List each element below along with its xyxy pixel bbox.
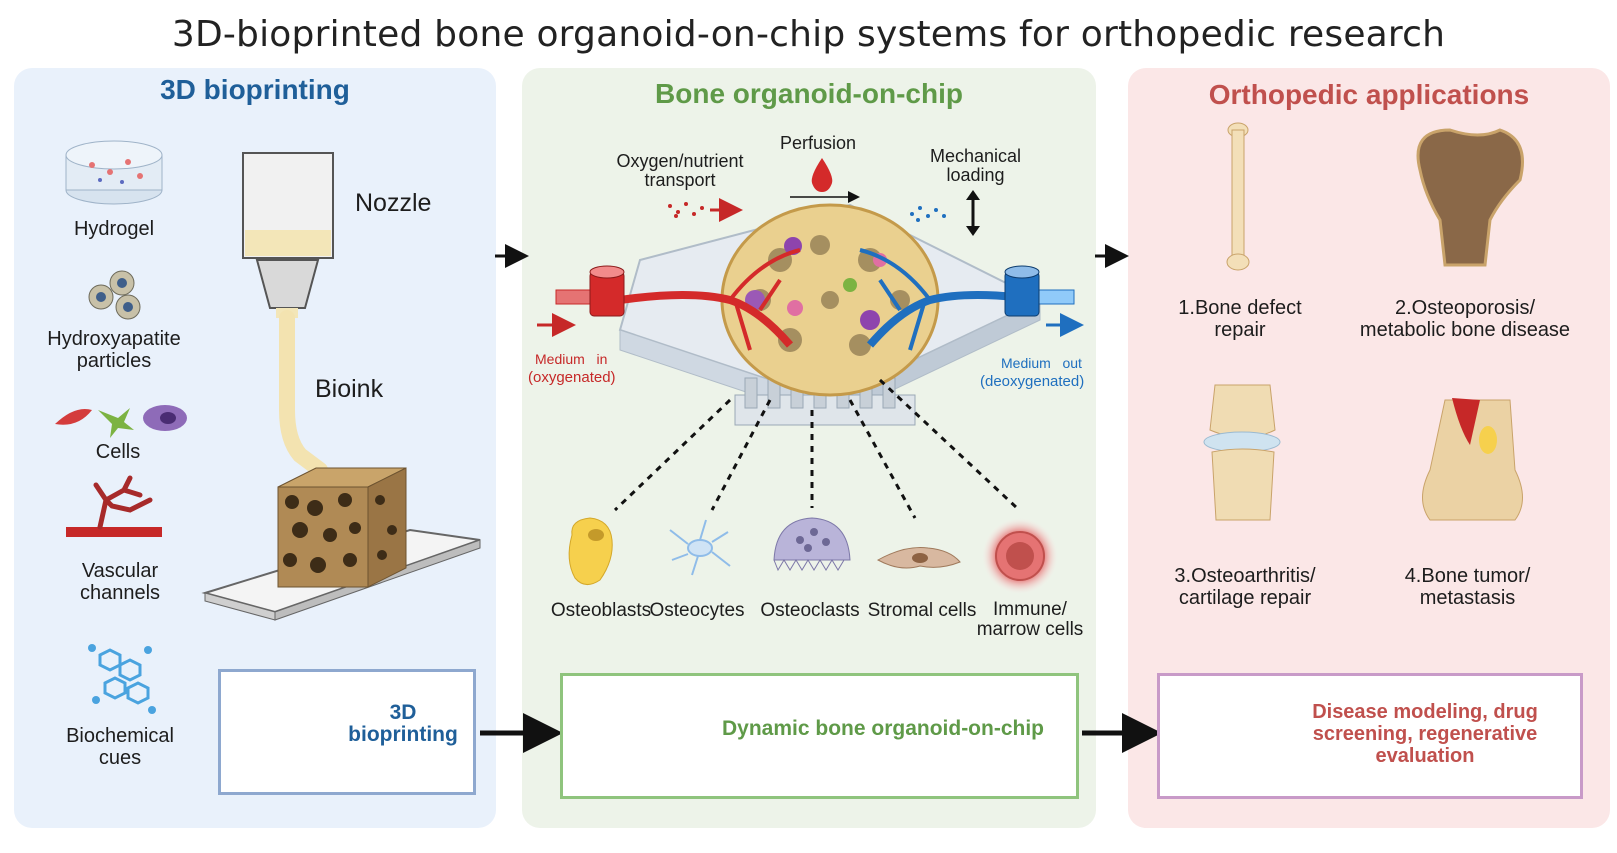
organoid-chip-box bbox=[560, 673, 1079, 799]
label-app-2: 2.Osteoporosis/ metabolic bone disease bbox=[1359, 297, 1571, 341]
bioprinting-box bbox=[218, 669, 476, 795]
stromal-cell-icon bbox=[876, 547, 961, 569]
label-osteoclasts: Osteoclasts bbox=[760, 600, 860, 621]
immune-cell-icon bbox=[982, 518, 1058, 594]
bioink-strand bbox=[279, 310, 328, 478]
femur-head-icon bbox=[1416, 128, 1524, 267]
applications-box bbox=[1157, 673, 1583, 799]
nozzle-icon bbox=[242, 152, 334, 318]
figure-title: 3D-bioprinted bone organoid-on-chip syst… bbox=[171, 14, 1446, 55]
label-medium-in: Medium in bbox=[535, 351, 608, 367]
knee-joint-icon bbox=[1203, 384, 1281, 521]
label-immune: Immune/ marrow cells bbox=[976, 599, 1084, 640]
bioprinting-box-label: 3D bioprinting bbox=[348, 701, 458, 746]
panel3-title: Orthopedic applications bbox=[1208, 79, 1530, 110]
printed-scaffold-icon bbox=[201, 467, 481, 621]
hydroxyapatite-icon bbox=[88, 270, 141, 320]
bone-tumor-icon bbox=[1422, 398, 1523, 521]
label-hydrogel: Hydrogel bbox=[73, 218, 155, 240]
panel2-title: Bone organoid-on-chip bbox=[655, 78, 963, 109]
label-app-4: 4.Bone tumor/ metastasis bbox=[1404, 565, 1531, 609]
deoxy-dots bbox=[910, 206, 946, 222]
label-mechanical: Mechanical loading bbox=[929, 146, 1022, 185]
label-nozzle: Nozzle bbox=[355, 189, 432, 217]
label-osteoblasts: Osteoblasts bbox=[550, 600, 652, 621]
applications-box-label: Disease modeling, drug screening, regene… bbox=[1312, 701, 1538, 767]
perfusion-drop-icon bbox=[811, 158, 833, 192]
organoid-chip-box-label: Dynamic bone organoid-on-chip bbox=[722, 717, 1045, 740]
label-oxygen: Oxygen/nutrient transport bbox=[616, 151, 744, 190]
label-biochemical: Biochemical cues bbox=[66, 725, 174, 769]
label-medium-out-sub: (deoxygenated) bbox=[980, 373, 1085, 390]
organoid-chip-illustration bbox=[555, 203, 1075, 426]
osteocyte-icon bbox=[669, 519, 731, 576]
label-app-3: 3.Osteoarthritis/ cartilage repair bbox=[1174, 565, 1316, 609]
panel1-title: 3D bioprinting bbox=[160, 74, 350, 105]
hydrogel-icon bbox=[65, 140, 163, 205]
osteoblast-icon bbox=[568, 517, 613, 585]
label-vascular: Vascular channels bbox=[79, 560, 161, 604]
vascular-channel-icon bbox=[66, 475, 162, 537]
label-app-1: 1.Bone defect repair bbox=[1178, 297, 1302, 341]
label-stromal: Stromal cells bbox=[867, 600, 977, 621]
long-bone-icon bbox=[1226, 122, 1250, 271]
mechanical-loading-icon bbox=[966, 190, 980, 236]
osteoclast-icon bbox=[773, 517, 851, 572]
label-osteocytes: Osteocytes bbox=[649, 600, 745, 621]
label-medium-out: Medium out bbox=[1001, 355, 1082, 371]
label-bioink: Bioink bbox=[315, 375, 384, 403]
label-hydroxyapatite: Hydroxyapatite particles bbox=[47, 328, 181, 372]
label-medium-in-sub: (oxygenated) bbox=[528, 369, 616, 386]
biochemical-cues-icon bbox=[88, 644, 156, 714]
oxygen-dots bbox=[668, 198, 743, 222]
cells-icon bbox=[55, 405, 187, 438]
label-perfusion: Perfusion bbox=[780, 133, 857, 153]
label-cells: Cells bbox=[95, 441, 141, 463]
cell-leader-lines bbox=[613, 378, 1019, 519]
